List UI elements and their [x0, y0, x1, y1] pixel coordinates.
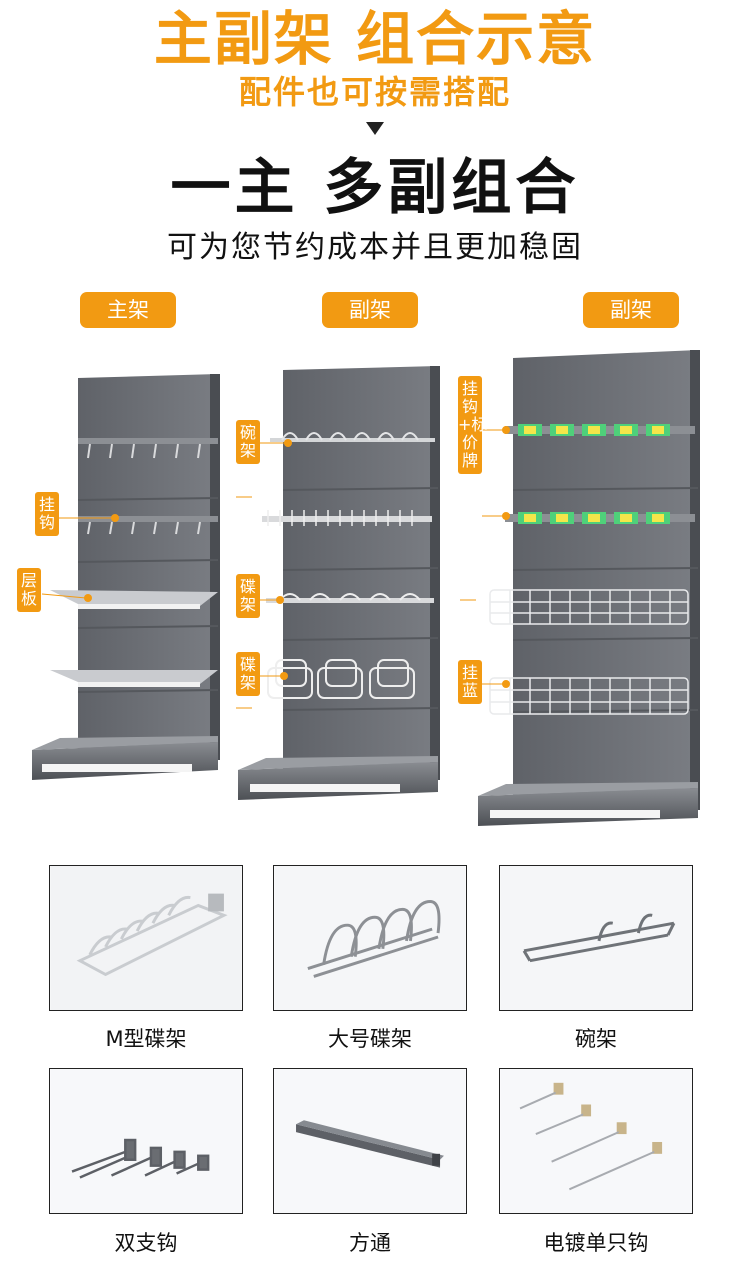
accessory-card-large-dish-rack: [273, 865, 467, 1011]
annotation-layer-board: 层板: [17, 568, 41, 612]
tagline: 可为您节约成本并且更加稳固: [167, 230, 583, 265]
accessory-card-square-tube: [273, 1068, 467, 1214]
page-headline: 主副架 组合示意: [153, 5, 597, 73]
annotation-bowl-rack: 碗架: [236, 420, 260, 464]
combination-title: 一主 多副组合: [170, 153, 580, 223]
side-shelf-label-1: 副架: [322, 292, 418, 328]
arrow-down-icon: [366, 122, 384, 135]
side-shelf-unit-2: [478, 350, 700, 826]
side-shelf-unit-1: [238, 366, 440, 800]
side-shelf-label-2: 副架: [583, 292, 679, 328]
large-dish-rack-icon: [274, 866, 466, 1010]
double-hook-icon: [50, 1069, 242, 1213]
accessory-card-plated-single-hook: [499, 1068, 693, 1214]
caption-large-dish-rack: 大号碟架: [328, 1027, 412, 1051]
page-subheadline: 配件也可按需搭配: [238, 73, 511, 111]
accessory-card-double-hook: [49, 1068, 243, 1214]
caption-m-dish-rack: M型碟架: [105, 1027, 187, 1051]
plated-single-hook-icon: [500, 1069, 692, 1213]
annotation-hanging-basket: 挂蓝: [458, 660, 482, 704]
m-dish-rack-icon: [50, 866, 242, 1010]
square-tube-icon: [274, 1069, 466, 1213]
annotation-dish-rack-2: 碟架: [236, 652, 260, 696]
caption-plated-single-hook: 电镀单只钩: [543, 1231, 649, 1255]
caption-bowl-rack: 碗架: [575, 1027, 617, 1051]
shelf-combination-illustration: [32, 350, 700, 826]
annotation-hook-price-tag: 挂钩+标价牌: [458, 376, 487, 474]
main-shelf-unit: [32, 374, 220, 780]
main-shelf-label: 主架: [80, 292, 176, 328]
accessory-card-m-dish-rack: [49, 865, 243, 1011]
bowl-rack-icon: [500, 866, 692, 1010]
annotation-dish-rack-1: 碟架: [236, 574, 260, 618]
accessory-card-bowl-rack: [499, 865, 693, 1011]
caption-double-hook: 双支钩: [114, 1231, 178, 1255]
annotation-hook: 挂钩: [35, 492, 59, 536]
caption-square-tube: 方通: [349, 1231, 391, 1255]
